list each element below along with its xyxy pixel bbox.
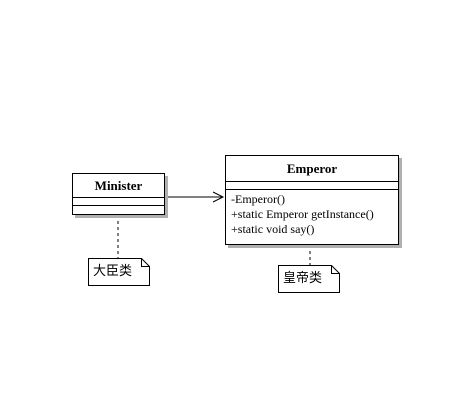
operation-say: +static void say() bbox=[231, 222, 315, 236]
dependency-arrowhead bbox=[212, 191, 225, 203]
note-shape bbox=[88, 258, 150, 286]
minister-class-name: Minister bbox=[73, 174, 164, 198]
emperor-note[interactable]: 皇帝类 bbox=[278, 265, 340, 293]
minister-operations-section bbox=[73, 206, 164, 214]
minister-note-text: 大臣类 bbox=[93, 264, 133, 279]
emperor-attributes-section bbox=[226, 182, 398, 190]
note-shape bbox=[278, 265, 340, 293]
emperor-operations-section: -Emperor() +static Emperor getInstance()… bbox=[226, 190, 398, 237]
emperor-class[interactable]: Emperor -Emperor() +static Emperor getIn… bbox=[225, 155, 399, 245]
operation-constructor: -Emperor() bbox=[231, 192, 285, 206]
minister-class[interactable]: Minister bbox=[72, 173, 165, 215]
emperor-note-text: 皇帝类 bbox=[283, 271, 323, 286]
minister-note[interactable]: 大臣类 bbox=[88, 258, 150, 286]
operation-get-instance: +static Emperor getInstance() bbox=[231, 207, 374, 221]
emperor-class-name: Emperor bbox=[226, 156, 398, 182]
minister-attributes-section bbox=[73, 198, 164, 206]
